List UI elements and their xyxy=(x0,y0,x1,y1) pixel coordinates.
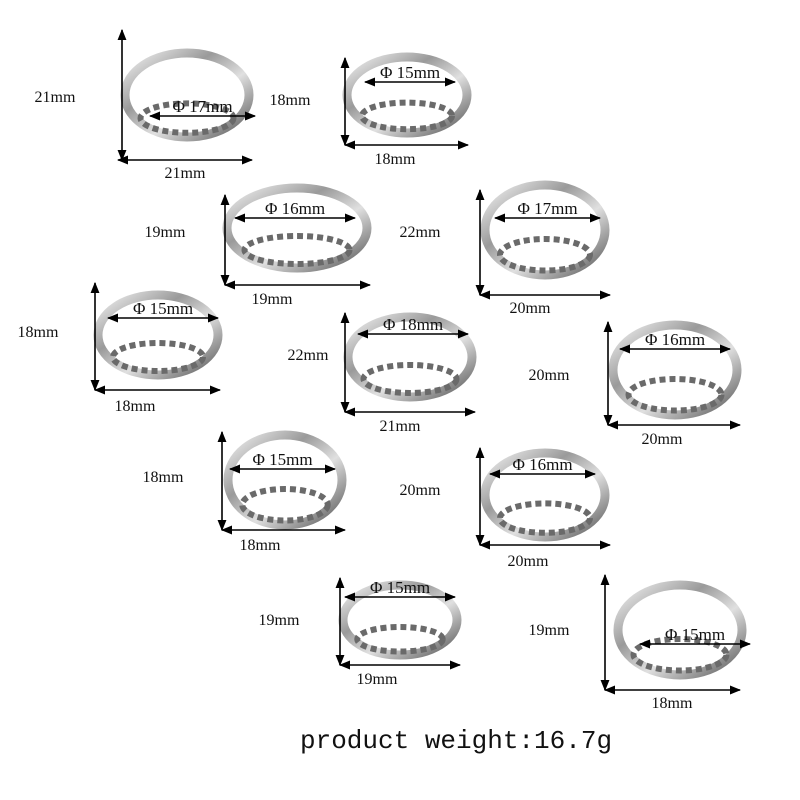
diameter-label: Φ 15mm xyxy=(665,625,725,644)
ring-band xyxy=(613,580,747,680)
ring-ornament xyxy=(239,486,331,524)
width-label: 19mm xyxy=(252,291,293,308)
width-label: 21mm xyxy=(380,418,421,435)
ring-ornament xyxy=(110,340,206,374)
width-label: 18mm xyxy=(115,398,156,415)
ring-ornament xyxy=(625,376,725,414)
width-label: 20mm xyxy=(508,553,549,570)
width-label: 19mm xyxy=(357,671,398,688)
diameter-label: Φ 16mm xyxy=(265,199,325,218)
lotus-wrap-ring: 19mm 18mm Φ 15mm xyxy=(529,573,752,712)
diameter-label: Φ 15mm xyxy=(252,450,312,469)
rose-ring: 21mm 21mm Φ 17mm xyxy=(35,28,257,182)
ring-band xyxy=(223,430,347,530)
diameter-label: Φ 17mm xyxy=(517,199,577,218)
floral-band-ring: 20mm 20mm Φ 16mm xyxy=(529,320,742,448)
ring-ornament xyxy=(497,500,593,536)
crystal-band-ring: 20mm 20mm Φ 16mm xyxy=(400,446,612,570)
height-label: 21mm xyxy=(35,89,76,106)
height-label: 18mm xyxy=(143,469,184,486)
product-weight-label: product weight:16.7g xyxy=(300,726,613,756)
diameter-label: Φ 15mm xyxy=(370,578,430,597)
height-label: 20mm xyxy=(529,367,570,384)
height-label: 19mm xyxy=(259,612,300,629)
ring-band xyxy=(480,448,610,542)
height-label: 22mm xyxy=(400,224,441,241)
diameter-label: Φ 16mm xyxy=(645,330,705,349)
flower-vine-ring: 19mm 19mm Φ 16mm xyxy=(145,183,372,308)
height-label: 18mm xyxy=(270,92,311,109)
ring-ornament xyxy=(497,236,593,274)
width-label: 18mm xyxy=(375,151,416,168)
twisted-filigree-ring: 18mm 18mm Φ 15mm xyxy=(270,52,472,168)
triple-moon-ring: 22mm 21mm Φ 18mm xyxy=(288,311,477,435)
diameter-label: Φ 17mm xyxy=(172,97,232,116)
width-label: 21mm xyxy=(165,165,206,182)
height-label: 18mm xyxy=(18,324,59,341)
ring-band xyxy=(480,180,610,280)
ring-band xyxy=(608,320,742,420)
width-label: 20mm xyxy=(510,300,551,317)
open-moon-ring: 22mm 20mm Φ 17mm xyxy=(400,180,612,317)
diameter-label: Φ 16mm xyxy=(512,455,572,474)
clover-ring: 19mm 19mm Φ 15mm xyxy=(259,576,462,688)
ring-ornament xyxy=(630,636,730,674)
width-label: 18mm xyxy=(652,695,693,712)
daisy-band-ring: 18mm 18mm Φ 15mm xyxy=(143,430,347,554)
ring-ornament xyxy=(354,624,446,655)
height-label: 22mm xyxy=(288,347,329,364)
diameter-label: Φ 15mm xyxy=(380,63,440,82)
height-label: 19mm xyxy=(529,622,570,639)
ring-ornament xyxy=(360,362,460,396)
height-label: 20mm xyxy=(400,482,441,499)
leaf-ring: 18mm 18mm Φ 15mm xyxy=(18,281,223,415)
ring-ornament xyxy=(241,233,353,267)
diameter-label: Φ 18mm xyxy=(383,315,443,334)
diameter-label: Φ 15mm xyxy=(133,299,193,318)
width-label: 18mm xyxy=(240,537,281,554)
ring-ornament xyxy=(359,99,455,133)
width-label: 20mm xyxy=(642,431,683,448)
height-label: 19mm xyxy=(145,224,186,241)
